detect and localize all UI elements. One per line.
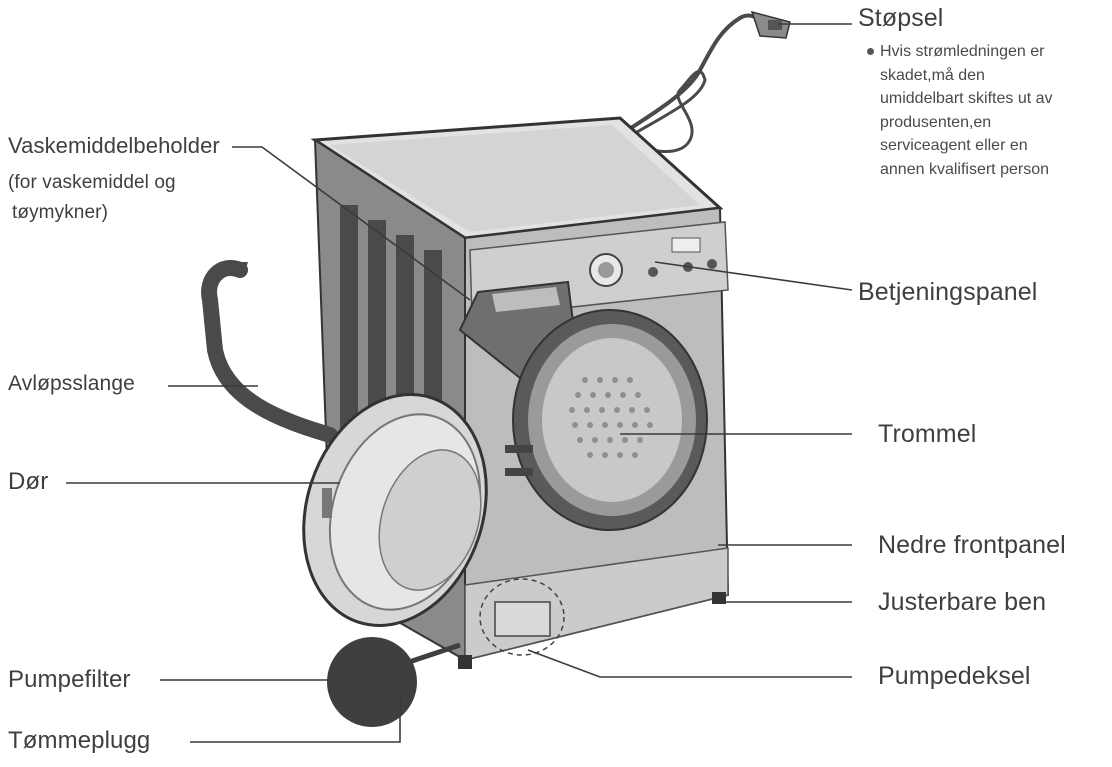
plug-icon — [750, 10, 791, 39]
label-nedre-frontpanel: Nedre frontpanel — [878, 531, 1066, 559]
stopsel-note: Hvis strømledningen er skadet,må den umi… — [880, 40, 1112, 181]
note-line: skadet,må den — [880, 66, 985, 84]
label-justerbare-ben: Justerbare ben — [878, 588, 1047, 616]
label-stopsel: Støpsel — [858, 4, 944, 32]
label-vaskemiddelbeholder-sub1: (for vaskemiddel og — [8, 172, 176, 193]
drain-hose — [201, 260, 338, 443]
note-line: umiddelbart skiftes ut av — [880, 90, 1053, 107]
adjustable-foot — [712, 592, 726, 604]
pump-cover-highlight — [479, 578, 565, 656]
note-line: serviceagent eller en — [880, 137, 1028, 154]
label-trommel: Trommel — [878, 420, 977, 448]
label-vaskemiddelbeholder: Vaskemiddelbeholder — [8, 133, 220, 158]
note-line: annen kvalifisert person — [880, 160, 1049, 178]
label-vaskemiddelbeholder-sub2: tøymykner) — [12, 202, 108, 223]
note-line: Hvis strømledningen er — [880, 43, 1045, 60]
label-pumpedeksel: Pumpedeksel — [878, 662, 1031, 690]
label-avlopsslange: Avløpsslange — [8, 372, 135, 395]
leader-lines — [66, 23, 853, 743]
label-tommeplugg: Tømmeplugg — [8, 727, 151, 754]
bullet-icon — [867, 48, 874, 55]
label-dor: Dør — [8, 468, 49, 495]
pump-filter — [327, 637, 417, 727]
power-cord — [613, 13, 767, 140]
note-line: produsenten,en — [880, 113, 992, 131]
label-betjeningspanel: Betjeningspanel — [858, 278, 1038, 306]
pump-cover — [494, 601, 551, 637]
label-pumpefilter: Pumpefilter — [8, 666, 131, 693]
